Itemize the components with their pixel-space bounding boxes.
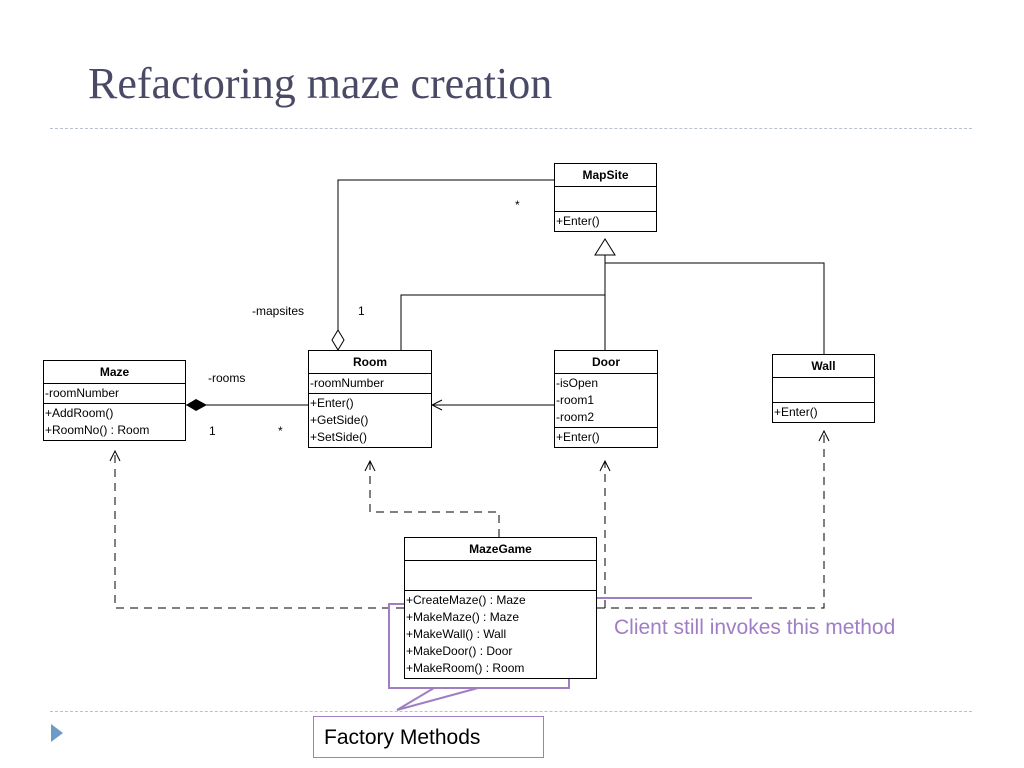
aggregation-diamond — [331, 329, 345, 351]
class-maze[interactable]: Maze -roomNumber +AddRoom() +RoomNo() : … — [43, 360, 186, 441]
generalization-triangle — [594, 238, 616, 256]
class-door[interactable]: Door -isOpen -room1 -room2 +Enter() — [554, 350, 658, 448]
rooms-role-label: -rooms — [208, 371, 246, 385]
methods-section: +Enter() — [773, 403, 874, 422]
methods-section: +CreateMaze() : Maze +MakeMaze() : Maze … — [405, 591, 596, 678]
class-room[interactable]: Room -roomNumber +Enter() +GetSide() +Se… — [308, 350, 432, 448]
factory-methods-pointer — [396, 687, 479, 711]
method: +Enter() — [310, 396, 354, 410]
methods-section: +AddRoom() +RoomNo() : Room — [44, 404, 185, 440]
attributes-section — [773, 378, 874, 403]
mapsites-multiplicity-near: 1 — [358, 304, 365, 318]
class-name: Room — [309, 351, 431, 374]
class-wall[interactable]: Wall +Enter() — [772, 354, 875, 423]
attributes-section — [555, 187, 656, 212]
attribute: -room1 — [556, 393, 595, 407]
rooms-multiplicity-far: * — [278, 424, 283, 438]
method: +MakeMaze() : Maze — [406, 610, 520, 624]
method: +MakeDoor() : Door — [406, 644, 513, 658]
slide-title: Refactoring maze creation — [88, 59, 553, 108]
client-callout-text: Client still invokes this method — [614, 616, 896, 639]
generalization-wall — [605, 262, 825, 354]
method: +Enter() — [556, 214, 600, 228]
class-mapsite[interactable]: MapSite +Enter() — [554, 163, 657, 232]
factory-methods-label: Factory Methods — [313, 716, 544, 758]
attributes-section: -isOpen -room1 -room2 — [555, 374, 657, 428]
method: +GetSide() — [310, 413, 369, 427]
method: +Enter() — [556, 430, 600, 444]
methods-section: +Enter() — [555, 428, 657, 447]
class-mazegame[interactable]: MazeGame +CreateMaze() : Maze +MakeMaze(… — [404, 537, 597, 679]
title-separator — [50, 128, 972, 129]
method: +CreateMaze() : Maze — [406, 593, 526, 607]
attribute: -isOpen — [556, 376, 599, 390]
class-name: Door — [555, 351, 657, 374]
composition-diamond — [186, 399, 207, 411]
methods-section: +Enter() — [555, 212, 656, 231]
methods-section: +Enter() +GetSide() +SetSide() — [309, 394, 431, 447]
attribute: -room2 — [556, 410, 595, 424]
generalization-room — [400, 294, 605, 350]
method: +AddRoom() — [45, 406, 114, 420]
attribute: -roomNumber — [45, 386, 120, 400]
attributes-section — [405, 561, 596, 591]
method: +SetSide() — [310, 430, 368, 444]
method: +RoomNo() : Room — [45, 423, 150, 437]
method: +MakeWall() : Wall — [406, 627, 507, 641]
mapsites-aggregation-line — [337, 179, 554, 343]
mapsites-multiplicity-far: * — [515, 198, 520, 212]
method: +Enter() — [774, 405, 818, 419]
class-name: MapSite — [555, 164, 656, 187]
method: +MakeRoom() : Room — [406, 661, 525, 675]
dependency-room — [370, 461, 500, 537]
bullet-triangle-icon — [51, 724, 63, 742]
dependency-wall — [597, 431, 824, 609]
class-name: Wall — [773, 355, 874, 378]
attributes-section: -roomNumber — [44, 384, 185, 404]
rooms-multiplicity-near: 1 — [209, 424, 216, 438]
attributes-section: -roomNumber — [309, 374, 431, 394]
dependency-maze — [115, 451, 404, 609]
footer-separator — [50, 711, 972, 712]
class-name: Maze — [44, 361, 185, 384]
class-name: MazeGame — [405, 538, 596, 561]
attribute: -roomNumber — [310, 376, 385, 390]
mapsites-role-label: -mapsites — [252, 304, 305, 318]
